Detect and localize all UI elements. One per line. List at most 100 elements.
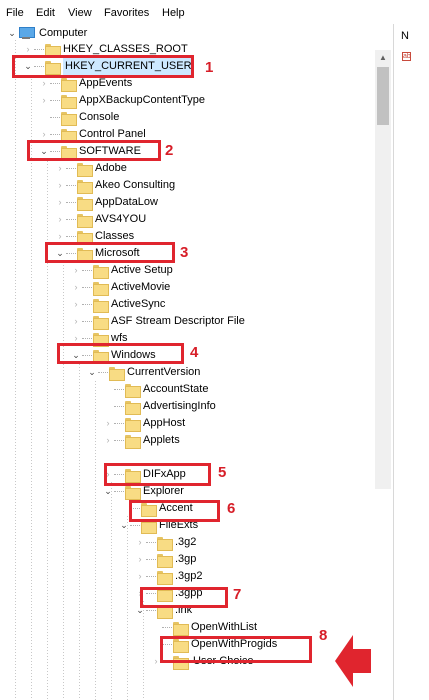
folder-icon — [141, 502, 157, 517]
chevron-right-icon[interactable]: › — [58, 180, 62, 190]
chevron-down-icon[interactable]: ⌄ — [40, 146, 48, 156]
chevron-down-icon[interactable]: ⌄ — [56, 248, 64, 258]
chevron-right-icon[interactable]: › — [42, 78, 46, 88]
tree-node-hkcr[interactable]: › HKEY_CLASSES_ROOT — [22, 41, 188, 58]
registry-tree-pane[interactable]: ▲ ⌄ Computer › HKEY_CLASSES_ROOT ⌄ HKEY_… — [0, 26, 392, 700]
chevron-right-icon[interactable]: › — [138, 571, 142, 581]
chevron-right-icon[interactable]: › — [42, 95, 46, 105]
callout-box-8 — [160, 636, 312, 663]
tree-scrollbar[interactable]: ▲ — [375, 50, 391, 489]
folder-icon — [93, 281, 109, 296]
tree-node-console[interactable]: Console — [38, 109, 119, 126]
tree-node-akeo[interactable]: › Akeo Consulting — [54, 177, 175, 194]
chevron-down-icon[interactable]: ⌄ — [88, 367, 96, 377]
folder-icon — [109, 366, 125, 381]
string-value-icon: ab — [402, 52, 411, 61]
folder-icon — [77, 213, 93, 228]
tree-node-appevents[interactable]: › AppEvents — [38, 75, 132, 92]
folder-icon — [157, 570, 173, 585]
menu-bar: File Edit View Favorites Help — [0, 0, 429, 26]
tree-node-3g2[interactable]: › .3g2 — [134, 534, 196, 551]
computer-icon — [18, 27, 35, 40]
tree-node-explorer[interactable]: ⌄ Explorer — [102, 483, 184, 500]
folder-icon — [77, 230, 93, 245]
menu-view[interactable]: View — [68, 7, 92, 19]
tree-node-apphost[interactable]: › AppHost — [102, 415, 185, 432]
folder-icon — [45, 43, 61, 58]
tree-node-3gp2[interactable]: › .3gp2 — [134, 568, 203, 585]
chevron-right-icon[interactable]: › — [58, 163, 62, 173]
callout-number-7: 7 — [233, 586, 242, 603]
tree-node-hkcu[interactable]: ⌄ HKEY_CURRENT_USER — [22, 58, 194, 75]
tree-node-accountstate[interactable]: AccountState — [102, 381, 208, 398]
chevron-right-icon[interactable]: › — [74, 282, 78, 292]
callout-number-4: 4 — [190, 344, 199, 361]
folder-icon — [125, 400, 141, 415]
tree-node-fileexts[interactable]: ⌄ FileExts — [118, 517, 198, 534]
tree-node-difxapp[interactable]: › DIFxApp — [102, 466, 186, 483]
menu-file[interactable]: File — [6, 7, 24, 19]
chevron-down-icon[interactable]: ⌄ — [72, 350, 80, 360]
chevron-right-icon[interactable]: › — [106, 469, 110, 479]
callout-number-2: 2 — [165, 142, 174, 159]
tree-node-advertisinginfo[interactable]: AdvertisingInfo — [102, 398, 216, 415]
tree-node-appdatalow[interactable]: › AppDataLow — [54, 194, 158, 211]
chevron-right-icon[interactable]: › — [106, 418, 110, 428]
tree-node-appx[interactable]: › AppXBackupContentType — [38, 92, 205, 109]
chevron-right-icon[interactable]: › — [58, 231, 62, 241]
chevron-right-icon[interactable]: › — [154, 656, 158, 666]
chevron-right-icon[interactable]: › — [74, 316, 78, 326]
chevron-right-icon[interactable]: › — [138, 537, 142, 547]
chevron-right-icon[interactable]: › — [58, 197, 62, 207]
values-pane[interactable]: N ab — [393, 24, 429, 700]
callout-number-8: 8 — [319, 627, 328, 644]
tree-node-3gpp[interactable]: › .3gpp — [134, 585, 203, 602]
callout-number-5: 5 — [218, 464, 227, 481]
tree-node-applets[interactable]: › Applets — [102, 432, 180, 449]
tree-node-3gp[interactable]: › .3gp — [134, 551, 196, 568]
chevron-down-icon[interactable]: ⌄ — [104, 486, 112, 496]
chevron-right-icon[interactable]: › — [74, 333, 78, 343]
folder-icon — [77, 247, 93, 262]
values-column-header[interactable]: N — [401, 30, 409, 42]
folder-icon — [61, 94, 77, 109]
chevron-right-icon[interactable]: › — [42, 129, 46, 139]
chevron-right-icon[interactable]: › — [106, 435, 110, 445]
tree-node-avs4you[interactable]: › AVS4YOU — [54, 211, 146, 228]
chevron-down-icon[interactable]: ⌄ — [136, 605, 144, 615]
folder-icon — [173, 621, 189, 636]
folder-icon — [173, 638, 189, 653]
chevron-right-icon[interactable]: › — [138, 554, 142, 564]
scroll-up-arrow-icon[interactable]: ▲ — [379, 53, 387, 62]
folder-icon — [125, 434, 141, 449]
chevron-down-icon[interactable]: ⌄ — [24, 61, 32, 71]
callout-number-1: 1 — [205, 59, 214, 76]
chevron-down-icon[interactable]: ⌄ — [120, 520, 128, 530]
menu-help[interactable]: Help — [162, 7, 185, 19]
folder-icon — [157, 587, 173, 602]
menu-favorites[interactable]: Favorites — [104, 7, 150, 19]
tree-node-openwithlist[interactable]: OpenWithList — [150, 619, 257, 636]
tree-node-active-setup[interactable]: › Active Setup — [70, 262, 173, 279]
scroll-thumb[interactable] — [377, 67, 389, 125]
tree-node-activemovie[interactable]: › ActiveMovie — [70, 279, 170, 296]
tree-node-accent[interactable]: Accent — [118, 500, 193, 517]
chevron-right-icon[interactable]: › — [74, 265, 78, 275]
chevron-right-icon[interactable]: › — [58, 214, 62, 224]
chevron-right-icon[interactable]: › — [26, 44, 30, 54]
folder-icon — [77, 179, 93, 194]
folder-icon — [157, 553, 173, 568]
folder-icon — [157, 536, 173, 551]
tree-node-activesync[interactable]: › ActiveSync — [70, 296, 165, 313]
tree-node-asf[interactable]: › ASF Stream Descriptor File — [70, 313, 245, 330]
chevron-right-icon[interactable]: › — [74, 299, 78, 309]
tree-node-currentversion[interactable]: ⌄ CurrentVersion — [86, 364, 200, 381]
folder-icon — [77, 162, 93, 177]
tree-node-microsoft[interactable]: ⌄ Microsoft — [54, 245, 140, 262]
tree-node-adobe[interactable]: › Adobe — [54, 160, 127, 177]
tree-node-classes[interactable]: › Classes — [54, 228, 134, 245]
menu-edit[interactable]: Edit — [36, 7, 55, 19]
tree-node-computer[interactable]: ⌄ Computer — [6, 26, 87, 42]
chevron-down-icon[interactable]: ⌄ — [8, 28, 16, 38]
tree-node-openwithprogids[interactable]: OpenWithProgids — [150, 636, 277, 653]
